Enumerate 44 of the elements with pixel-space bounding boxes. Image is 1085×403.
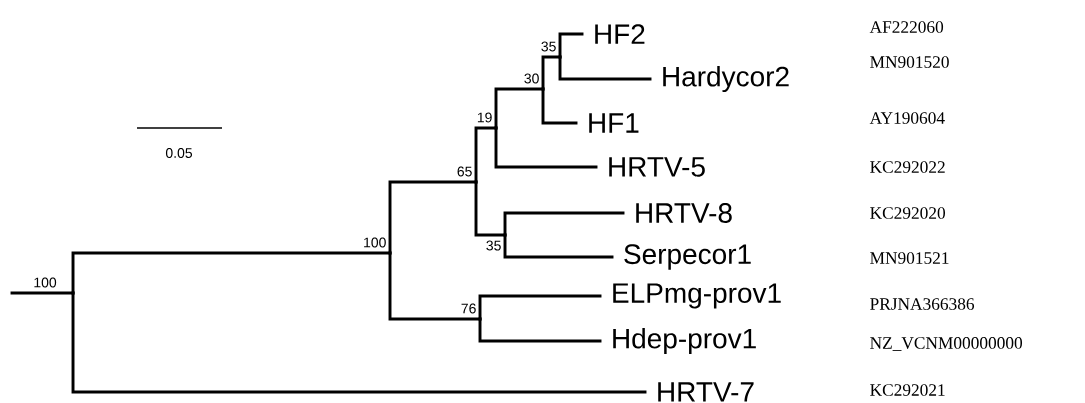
tree-branch	[503, 233, 614, 259]
bootstrap-value: 30	[524, 73, 539, 84]
taxon-label: Serpecor1	[624, 244, 751, 270]
accession-number: KC292022	[870, 161, 945, 173]
accession-number: AY190604	[869, 112, 945, 124]
taxon-label: HRTV-8	[636, 203, 732, 223]
tree-branch	[558, 55, 652, 81]
tree-branch	[71, 251, 392, 295]
scale-label: 0.05	[165, 148, 193, 158]
bootstrap-value: 65	[457, 166, 472, 177]
accession-number: MN901521	[870, 252, 949, 264]
bootstrap-value: 19	[477, 112, 492, 123]
taxon-label: HRTV-7	[658, 382, 754, 402]
tree-branch	[388, 180, 478, 255]
taxon-label: ELPmg-prov1	[613, 283, 781, 309]
tree-branch	[478, 294, 602, 321]
taxon-label: HRTV-5	[609, 157, 705, 177]
accession-number: AF222060	[869, 21, 944, 33]
accession-number: KC292020	[870, 207, 945, 219]
bootstrap-value: 76	[461, 303, 476, 314]
tree-branch	[474, 126, 498, 184]
accession-number: PRJNA366386	[870, 298, 975, 310]
tree-branch	[503, 211, 625, 237]
tree-branch	[10, 291, 75, 295]
taxon-label: HF1	[589, 113, 639, 133]
tree-branch	[71, 291, 647, 394]
taxon-label: Hdep-prov1	[613, 327, 756, 355]
tree-branch	[474, 180, 507, 237]
taxon-label: HF2	[595, 24, 645, 44]
bootstrap-value: 35	[541, 41, 556, 52]
tree-branch	[478, 317, 602, 343]
tree-branch	[494, 126, 598, 169]
tree-branch	[558, 32, 584, 59]
accession-number: NZ_VCNM00000000	[870, 337, 1023, 351]
bootstrap-value: 100	[364, 237, 386, 248]
tree-branch	[494, 87, 545, 130]
bootstrap-value: 35	[486, 240, 501, 251]
bootstrap-value: 100	[34, 277, 57, 288]
taxon-label: Hardycor2	[663, 65, 789, 93]
accession-number: KC292021	[870, 384, 945, 396]
tree-branch	[541, 55, 562, 91]
accession-number: MN901520	[870, 56, 949, 68]
tree-branch	[388, 251, 482, 321]
tree-branch	[541, 87, 578, 125]
